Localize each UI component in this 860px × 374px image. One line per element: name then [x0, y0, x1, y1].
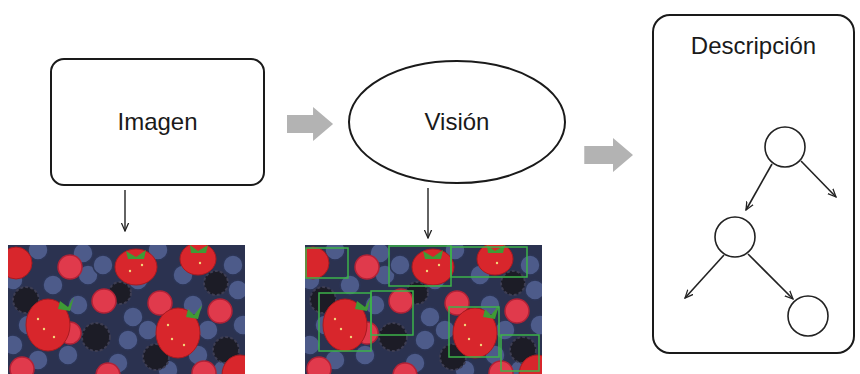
- leader-arrow: [427, 188, 428, 238]
- tree-illustration: [685, 127, 836, 336]
- block-arrow: [287, 107, 333, 141]
- process-ellipse: Visión: [348, 60, 566, 184]
- node-label: Descripción: [691, 32, 816, 61]
- detection-boxes: [306, 246, 539, 371]
- node-label: Visión: [425, 108, 490, 137]
- leader-arrow: [124, 190, 125, 231]
- ellipse-shape: [349, 61, 565, 183]
- process-box: Imagen: [50, 58, 265, 186]
- fruit-photo-detected: [297, 240, 555, 374]
- block-arrow: [584, 138, 633, 172]
- process-box: Descripción: [652, 14, 855, 354]
- fruit-photo: [0, 240, 258, 374]
- node-label: Imagen: [117, 108, 197, 137]
